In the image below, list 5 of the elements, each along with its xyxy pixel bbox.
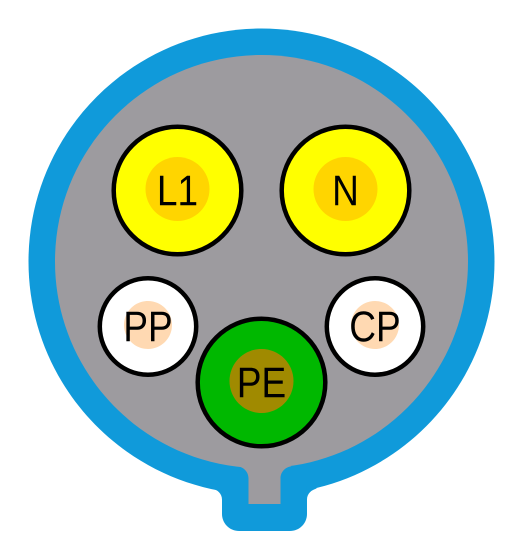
pin-contact: L1	[111, 124, 244, 257]
pin-contact: PE	[195, 316, 328, 449]
pin-contact: CP	[324, 276, 426, 377]
pin-contact: PP	[98, 276, 198, 377]
pin-contact: N	[279, 124, 412, 257]
